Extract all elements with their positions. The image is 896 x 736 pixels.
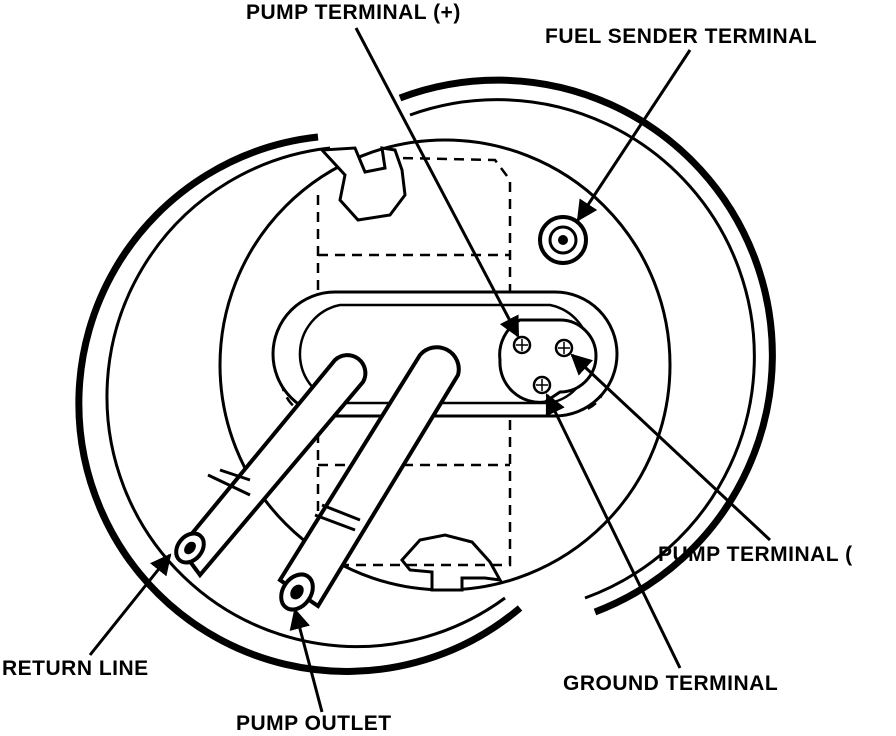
leader-arrows <box>88 27 772 713</box>
ground-terminal <box>532 375 552 395</box>
arrow-ground-terminal <box>545 393 682 669</box>
outer-flange-upper <box>398 76 776 616</box>
label-fuel-sender-terminal: FUEL SENDER TERMINAL <box>545 25 817 48</box>
flange-inner-rim-upper <box>409 98 756 600</box>
arrow-pump-terminal-minus <box>570 353 772 542</box>
label-pump-outlet: PUMP OUTLET <box>236 712 392 735</box>
bottom-key-tab <box>400 533 503 592</box>
fuel-sender-terminal <box>538 215 588 265</box>
arrow-return-line <box>88 553 172 656</box>
label-return-line: RETURN LINE <box>2 657 149 680</box>
arrow-fuel-sender <box>576 49 692 222</box>
flange-inner-rim <box>105 146 506 649</box>
arrow-pump-terminal-plus <box>354 27 520 338</box>
pump-terminal-minus <box>554 338 574 358</box>
top-key-tab <box>318 146 407 222</box>
arrow-pump-outlet <box>289 607 324 713</box>
pump-terminal-plus <box>512 335 532 355</box>
outer-flange <box>75 133 523 675</box>
label-pump-terminal-minus: PUMP TERMINAL ( <box>658 543 853 566</box>
label-ground-terminal: GROUND TERMINAL <box>563 672 778 695</box>
return-line-tube <box>174 353 368 579</box>
pump-outlet-tube <box>277 345 461 612</box>
label-pump-terminal-plus: PUMP TERMINAL (+) <box>246 1 461 24</box>
